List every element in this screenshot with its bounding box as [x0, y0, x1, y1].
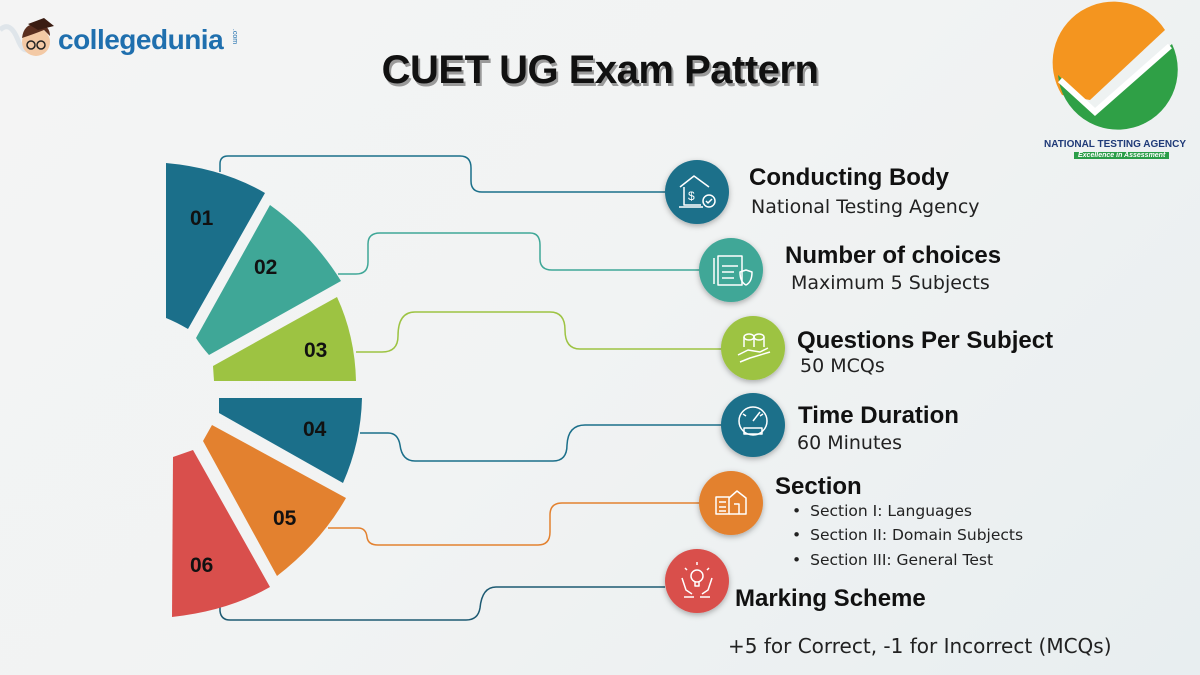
item-heading-04: Time Duration [798, 402, 959, 429]
circle-05 [699, 471, 763, 535]
item-heading-06: Marking Scheme [735, 585, 926, 612]
bank-dollar-check-icon: $ [679, 175, 716, 208]
hand-coins-icon [737, 333, 771, 363]
svg-text:$: $ [688, 189, 695, 203]
circle-02 [699, 238, 763, 302]
clipboard-house-icon [715, 490, 747, 515]
section-bullet: Section II: Domain Subjects [792, 526, 1023, 544]
sector-01 [166, 163, 265, 329]
document-shield-icon [713, 255, 753, 286]
item-heading-05: Section [775, 473, 862, 500]
section-bullet: Section III: General Test [792, 551, 993, 569]
item-heading-03: Questions Per Subject [797, 327, 1054, 354]
gauge-meter-icon [738, 406, 768, 436]
sector-04 [219, 398, 362, 483]
sector-number-03: 03 [304, 339, 328, 362]
page-title: CUET UG Exam Pattern [381, 48, 819, 92]
connector-04 [360, 424, 722, 462]
sector-02 [196, 205, 341, 355]
hands-lightbulb-icon [681, 562, 713, 598]
item-value-03: 50 MCQs [800, 355, 885, 377]
item-value-01: National Testing Agency [751, 196, 980, 218]
circle-03 [721, 316, 785, 380]
connector-05 [328, 502, 700, 546]
collegedunia-logo-icon [0, 18, 54, 56]
item-heading-01: Conducting Body [749, 164, 949, 191]
item-value-04: 60 Minutes [797, 432, 903, 454]
item-heading-02: Number of choices [785, 242, 1002, 269]
item-value-06: +5 for Correct, -1 for Incorrect (MCQs) [728, 634, 1112, 658]
connector-03 [356, 311, 722, 353]
connector-01 [219, 155, 665, 193]
nta-tagline: Excellence in Assessment [1074, 152, 1170, 159]
circle-06 [665, 549, 729, 613]
item-value-02: Maximum 5 Subjects [791, 272, 990, 294]
brand-suffix: .com [231, 28, 239, 45]
sector-number-06: 06 [190, 554, 214, 577]
nta-name: NATIONAL TESTING AGENCY [1044, 139, 1187, 150]
sector-number-02: 02 [254, 256, 278, 279]
sector-06 [172, 450, 270, 617]
sector-03 [213, 297, 356, 381]
nta-logo-icon [1052, 1, 1178, 130]
circle-01 [665, 160, 729, 224]
connector-06 [219, 586, 665, 621]
sector-number-05: 05 [273, 507, 297, 530]
brand-name: collegedunia [58, 24, 224, 55]
circle-04 [721, 393, 785, 457]
sector-05 [203, 425, 346, 576]
section-bullet: Section I: Languages [792, 502, 972, 520]
sector-number-04: 04 [303, 418, 327, 441]
sector-number-01: 01 [190, 207, 214, 230]
connector-02 [338, 232, 700, 275]
